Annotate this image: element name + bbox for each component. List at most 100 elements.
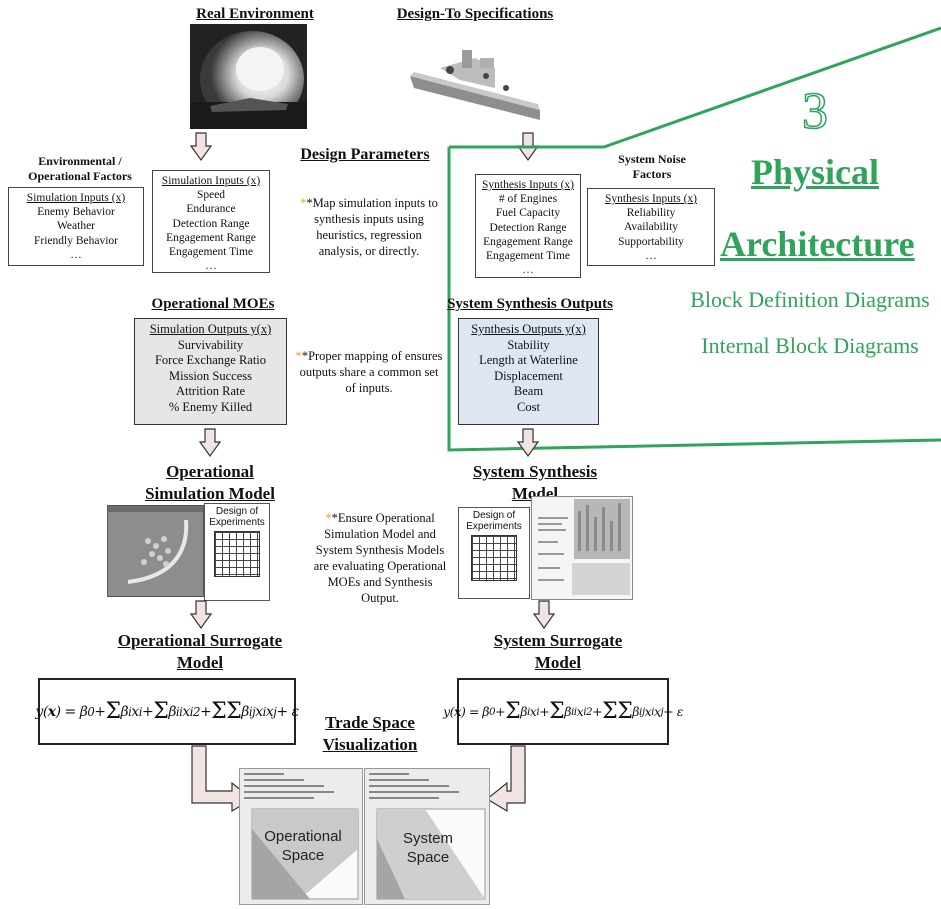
- list-item: Detection Range: [489, 221, 567, 234]
- operational-moes-box: Simulation Outputs y(x) Survivability Fo…: [134, 318, 287, 425]
- doe-label: Experiments: [209, 517, 265, 528]
- system-synthesis-outputs-title: System Synthesis Outputs: [447, 296, 613, 312]
- env-factors-box: Simulation Inputs (x) Enemy Behavior Wea…: [8, 187, 144, 266]
- title-line: Operational Surrogate: [117, 631, 283, 650]
- list-item: Friendly Behavior: [34, 234, 118, 247]
- title-line: Model: [176, 653, 224, 672]
- title-line: Model: [534, 653, 582, 672]
- real-environment-photo: [190, 24, 307, 129]
- synthesis-inputs-box: Synthesis Inputs (x) # of Engines Fuel C…: [475, 174, 581, 278]
- title-line: Simulation Model: [145, 484, 275, 503]
- system-space-panel: System Space: [364, 768, 490, 905]
- arrow-down-op-sim: [190, 600, 212, 630]
- env-factors-title: Environmental / Operational Factors: [10, 154, 150, 184]
- design-parameters-note: **Map simulation inputs to synthesis inp…: [288, 195, 450, 259]
- list-item: Engagement Range: [483, 235, 573, 248]
- note-line: **Ensure Operational: [325, 511, 435, 525]
- label-line: Space: [406, 849, 450, 866]
- env-factors-title-line2: Operational Factors: [28, 169, 132, 183]
- operational-surrogate-model-title: Operational Surrogate Model: [90, 630, 310, 674]
- title-line: Trade Space: [325, 713, 415, 732]
- system-noise-title-line2: Factors: [632, 167, 672, 181]
- title-line: System Synthesis: [472, 462, 598, 481]
- list-item: Displacement: [494, 368, 563, 383]
- note-line: analysis, or directly.: [318, 244, 420, 258]
- note-line: heuristics, regression: [316, 228, 422, 242]
- doe-grid: [471, 535, 517, 581]
- real-environment-title: Real Environment: [196, 6, 314, 22]
- doe-box-left: Design of Experiments: [204, 503, 270, 601]
- simulation-inputs-title: Simulation Inputs (x): [161, 175, 261, 187]
- list-item: Enemy Behavior: [37, 206, 115, 219]
- list-item: Engagement Time: [485, 250, 570, 263]
- list-item: Engagement Range: [166, 231, 256, 244]
- simulation-screenshot: [107, 505, 204, 597]
- list-item: # of Engines: [498, 193, 558, 206]
- note-text: *Ensure Operational: [331, 511, 435, 525]
- operational-space-label: Operational Space: [248, 827, 358, 865]
- list-item: …: [205, 260, 217, 273]
- label-line: System: [402, 830, 453, 847]
- label-line: Operational: [264, 828, 342, 845]
- mapping-note: **Proper mapping of ensures outputs shar…: [286, 348, 452, 396]
- arrow-down-op-moes: [199, 428, 221, 458]
- synthesis-model-screenshot: [531, 496, 633, 600]
- operational-space-panel: Operational Space: [239, 768, 363, 905]
- design-parameters-title: Design Parameters: [300, 146, 430, 163]
- architecture-title: Architecture: [720, 224, 915, 264]
- note-text: *Map simulation inputs to: [306, 196, 438, 210]
- doe-label: Experiments: [466, 521, 522, 532]
- system-space-label: System Space: [373, 829, 483, 867]
- system-surrogate-model-title: System Surrogate Model: [478, 630, 638, 674]
- doe-label: Design of: [472, 510, 516, 521]
- ensure-note: **Ensure Operational Simulation Model an…: [300, 510, 460, 606]
- list-item: Beam: [513, 384, 544, 398]
- internal-block-diagrams: Internal Block Diagrams: [701, 333, 919, 358]
- note-line: Simulation Model and: [324, 527, 436, 541]
- note-line: System Synthesis Models: [315, 543, 445, 557]
- list-item: Attrition Rate: [175, 384, 246, 398]
- doe-grid: [214, 531, 260, 577]
- system-noise-title: System Noise Factors: [592, 152, 712, 182]
- label-line: Space: [281, 847, 325, 864]
- arrow-down-sys-synth: [533, 600, 555, 630]
- env-factors-title-line1: Environmental /: [38, 154, 122, 168]
- list-item: …: [70, 248, 82, 261]
- title-line: Visualization: [322, 735, 418, 754]
- list-item: Availability: [623, 221, 679, 234]
- title-line: Operational: [166, 462, 254, 481]
- list-item: Survivability: [177, 337, 244, 352]
- system-synthesis-outputs-box: Synthesis Outputs y(x) Stability Length …: [458, 318, 599, 425]
- system-noise-box: Synthesis Inputs (x) Reliability Availab…: [587, 188, 715, 266]
- synthesis-inputs-title: Synthesis Inputs (x): [482, 179, 574, 191]
- note-line: Output.: [361, 591, 399, 605]
- note-line: outputs share a common set: [299, 365, 439, 379]
- doe-label: Design of: [215, 506, 259, 517]
- system-noise-box-title: Synthesis Inputs (x): [605, 193, 697, 205]
- doe-box-right: Design of Experiments: [458, 507, 530, 599]
- simulation-inputs-box: Simulation Inputs (x) Speed Endurance De…: [152, 170, 270, 273]
- step-number-3: 3: [801, 83, 829, 141]
- list-item: Cost: [517, 399, 540, 414]
- env-factors-box-title: Simulation Inputs (x): [26, 192, 126, 204]
- system-noise-title-line1: System Noise: [618, 152, 686, 166]
- list-item: Reliability: [626, 207, 676, 220]
- list-item: % Enemy Killed: [168, 399, 253, 414]
- list-item: Weather: [56, 220, 96, 233]
- operational-moes-title: Operational MOEs: [151, 296, 275, 312]
- note-line: MOEs and Synthesis: [327, 575, 433, 589]
- list-item: …: [522, 264, 534, 277]
- list-item: Length at Waterline: [479, 353, 578, 367]
- list-item: Engagement Time: [168, 246, 253, 259]
- note-line: of inputs.: [345, 381, 393, 395]
- ship-model-image: [400, 28, 550, 128]
- arrow-down-sys-outputs: [517, 428, 539, 458]
- note-line: are evaluating Operational: [313, 559, 447, 573]
- list-item: Mission Success: [169, 368, 252, 383]
- arrow-sys-surrogate-to-trade: [485, 745, 526, 813]
- list-item: Stability: [507, 337, 550, 352]
- design-to-specifications-title: Design-To Specifications: [396, 6, 554, 22]
- list-item: Detection Range: [172, 217, 250, 230]
